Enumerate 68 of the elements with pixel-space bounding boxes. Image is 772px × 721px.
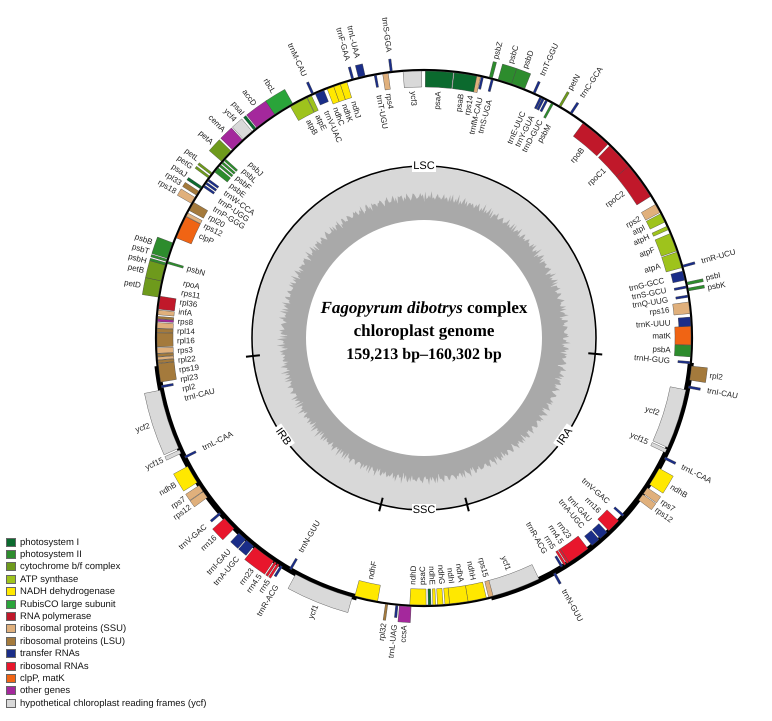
gene-label: psaA	[432, 91, 443, 110]
legend-label: ribosomal proteins (SSU)	[20, 623, 126, 634]
legend-label: ribosomal proteins (LSU)	[20, 636, 126, 647]
gene-label: petB	[126, 262, 146, 276]
legend-label: clpP, matK	[20, 672, 65, 684]
gene-label: ndhB	[157, 480, 178, 498]
legend-label: photosystem I	[20, 536, 80, 548]
gene-label: ycf3	[408, 91, 418, 106]
legend-label: RNA polymerase	[20, 611, 92, 622]
gene-label: psbZ	[491, 40, 504, 60]
gene-label: ndhE	[427, 566, 437, 586]
legend-label: other genes	[20, 685, 70, 696]
gene-label: ycf1	[306, 603, 320, 620]
gene-label: psbD	[520, 49, 536, 70]
legend-label: NADH dehydrogenase	[20, 586, 116, 598]
legend-label: cytochrome b/f complex	[20, 561, 120, 572]
gene-label: rps15	[476, 556, 490, 578]
gene-label: psaB	[454, 93, 466, 113]
gene-label: psbI	[704, 270, 722, 282]
gene-label: rps8	[177, 317, 194, 328]
region-label: IRB	[272, 426, 294, 448]
gene-label: ndhA	[454, 563, 466, 583]
gene-label: rpl14	[176, 326, 195, 336]
gene-label: ndhH	[465, 560, 478, 581]
gene-label: trnL-UAG	[386, 624, 399, 659]
gene-label: ycf2	[644, 404, 661, 418]
gene-label: trnH-GUG	[634, 353, 670, 366]
region-label: IRA	[554, 426, 576, 448]
gene-label: trnS-GGA	[380, 16, 394, 53]
gene-label: ndhI	[445, 567, 456, 584]
legend-label: transfer RNAs	[20, 648, 80, 660]
gene-label: rps16	[649, 306, 670, 317]
gene-label: atpA	[643, 261, 662, 275]
legend-label: ribosomal RNAs	[20, 660, 89, 672]
gene-label: rpl16	[176, 336, 195, 346]
gene-label: matK	[652, 331, 672, 340]
gene-label: psbN	[186, 264, 206, 278]
gene-label: rpl22	[178, 354, 196, 365]
legend-label: photosystem II	[20, 549, 82, 560]
gene-label: psbC	[506, 44, 520, 65]
gene-label: ycf2	[134, 421, 151, 434]
gene-label: trnK-UUU	[636, 318, 671, 330]
legend-label: RubisCO large subunit	[20, 598, 116, 610]
gene-label: trnI-CAU	[706, 386, 739, 401]
gene-label: ycf15	[628, 430, 650, 446]
gene-label: petD	[123, 278, 142, 290]
gene-label: psbA	[652, 344, 671, 355]
gene-label: ndhG	[436, 564, 446, 585]
gene-label: ycf1	[499, 554, 513, 572]
gene-label: psaC	[418, 566, 428, 586]
gene-label: ndhF	[366, 560, 379, 580]
region-label: LSC	[413, 160, 435, 172]
gene-label: psbK	[706, 280, 726, 292]
genome-title: Fagopyrum dibotrys complex chloroplast genome	[320, 297, 528, 342]
legend-label: ATP synthase	[20, 574, 78, 585]
gene-label: rps3	[177, 345, 194, 356]
legend-label: hypothetical chloroplast reading frames (ycf)	[20, 698, 206, 709]
genome-size: 159,213 bp–160,302 bp	[345, 346, 503, 364]
gene-label: atpF	[638, 245, 656, 260]
gene-label: ndhB	[668, 482, 690, 500]
gene-label: rpl23	[180, 372, 199, 384]
gene-label: ccsA	[398, 625, 409, 643]
region-label: SSC	[412, 504, 436, 516]
gene-label: infA	[178, 307, 193, 318]
gene-label: rpl32	[376, 622, 388, 642]
gene-label: rps19	[178, 362, 200, 374]
gene-label: rpl2	[708, 371, 724, 382]
gene-label: ndhD	[408, 565, 418, 585]
